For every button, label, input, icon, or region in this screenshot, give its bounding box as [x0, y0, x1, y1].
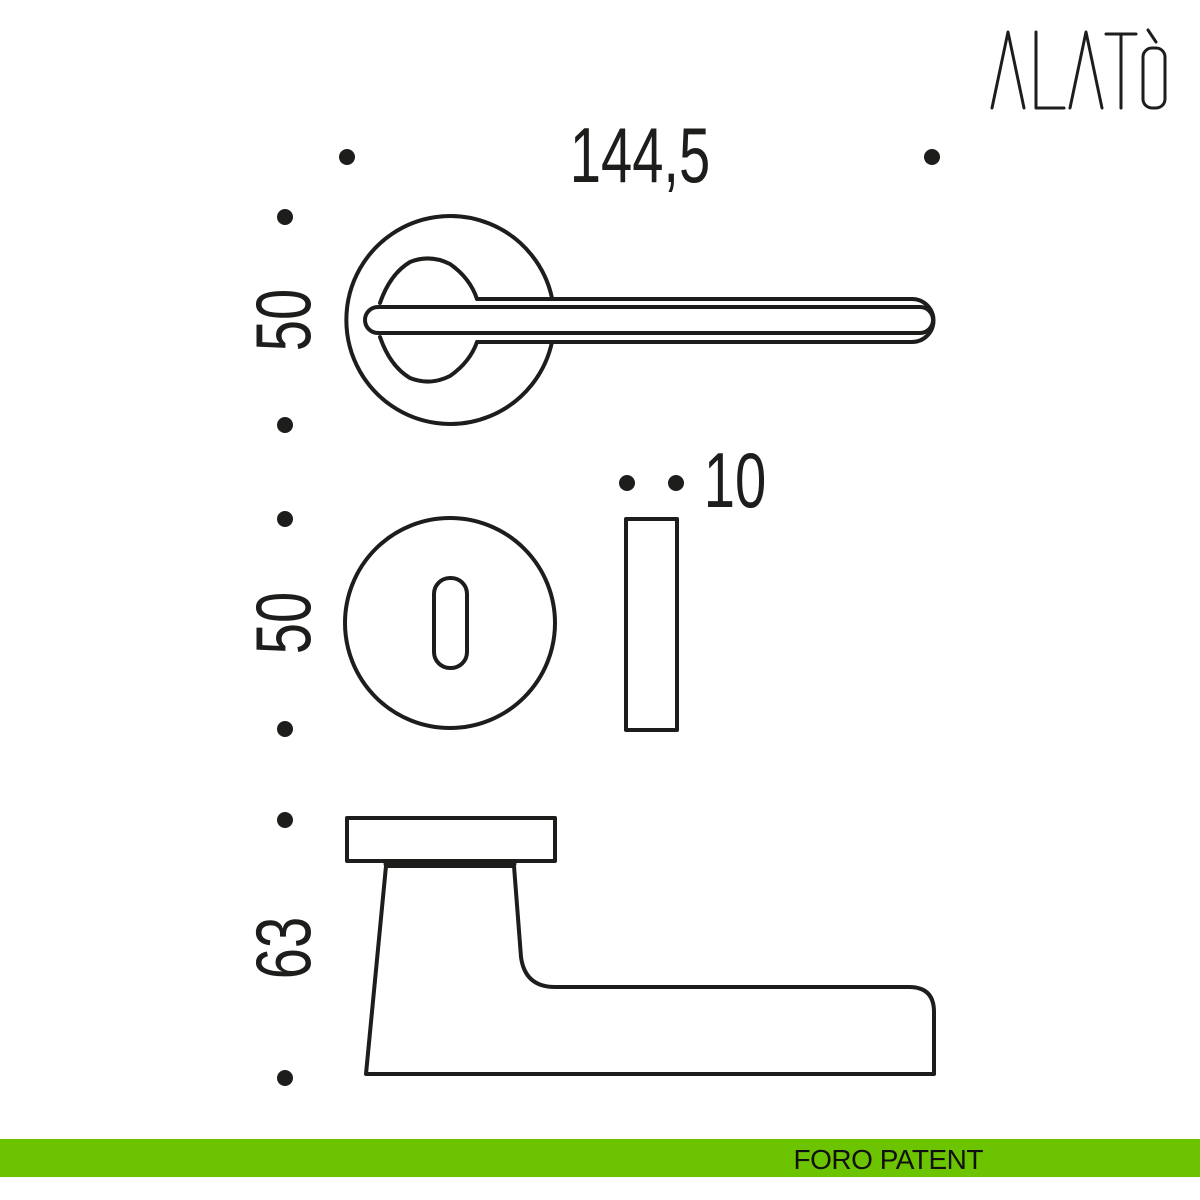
handle-top-view: [344, 214, 936, 426]
footer-label: FORO PATENT: [793, 1144, 984, 1175]
rose-height-dimension: 50: [239, 288, 327, 352]
dimension-dot: [277, 417, 293, 433]
dimension-dot: [277, 209, 293, 225]
escutcheon-height-dimension: 50: [239, 591, 327, 655]
footer-bar: FORO PATENT: [0, 1139, 1200, 1177]
handle-projection-dimension: 63: [239, 916, 327, 980]
total-width-dimension: 144,5: [569, 111, 711, 199]
escutcheon-thickness-dimension: 10: [703, 436, 767, 524]
dimension-dot: [924, 149, 940, 165]
dimension-dot: [339, 149, 355, 165]
escutcheon-front-view: [343, 516, 557, 730]
dimension-markers: [277, 149, 940, 1086]
dimension-dot: [668, 475, 684, 491]
escutcheon-side-view: [624, 517, 679, 732]
dimension-dot: [277, 721, 293, 737]
alato-logo: [990, 28, 1167, 110]
dimension-dot: [277, 511, 293, 527]
dimension-dot: [619, 475, 635, 491]
dimension-dot: [277, 1070, 293, 1086]
dimension-dot: [277, 812, 293, 828]
handle-side-view: [345, 816, 936, 1076]
